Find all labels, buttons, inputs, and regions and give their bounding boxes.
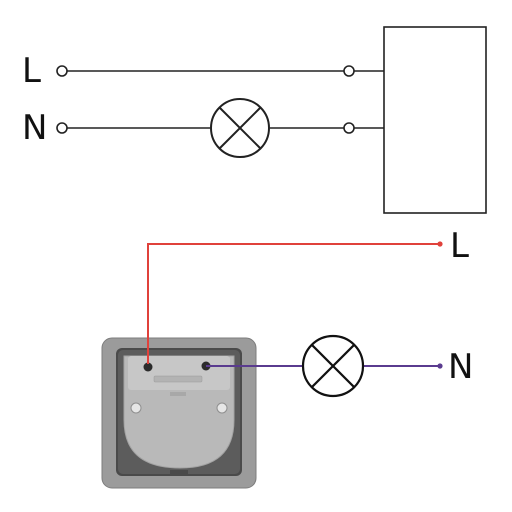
- schematic-device-box: [383, 26, 487, 214]
- schematic-line-terminal-icon: [56, 65, 68, 77]
- photo-line-label: L: [450, 226, 469, 266]
- schematic-device-terminal-l-icon: [343, 65, 355, 77]
- schematic-device-terminal-n-icon: [343, 122, 355, 134]
- photo-neutral-label: N: [448, 347, 473, 387]
- switch-device-icon: [101, 337, 257, 489]
- device-label-plate: [153, 375, 203, 383]
- photo-wiring: L N: [101, 226, 473, 489]
- neutral-wire-end: [437, 363, 443, 369]
- photo-lamp-icon: [301, 334, 365, 398]
- schematic-neutral-terminal-icon: [56, 122, 68, 134]
- device-terminal-l-icon: [143, 362, 153, 372]
- schematic: L N: [22, 26, 487, 214]
- schematic-lamp-icon: [210, 98, 270, 158]
- live-wire-end: [437, 241, 443, 247]
- schematic-line-label: L: [22, 51, 41, 91]
- live-wire: [147, 243, 440, 364]
- schematic-neutral-label: N: [22, 108, 47, 148]
